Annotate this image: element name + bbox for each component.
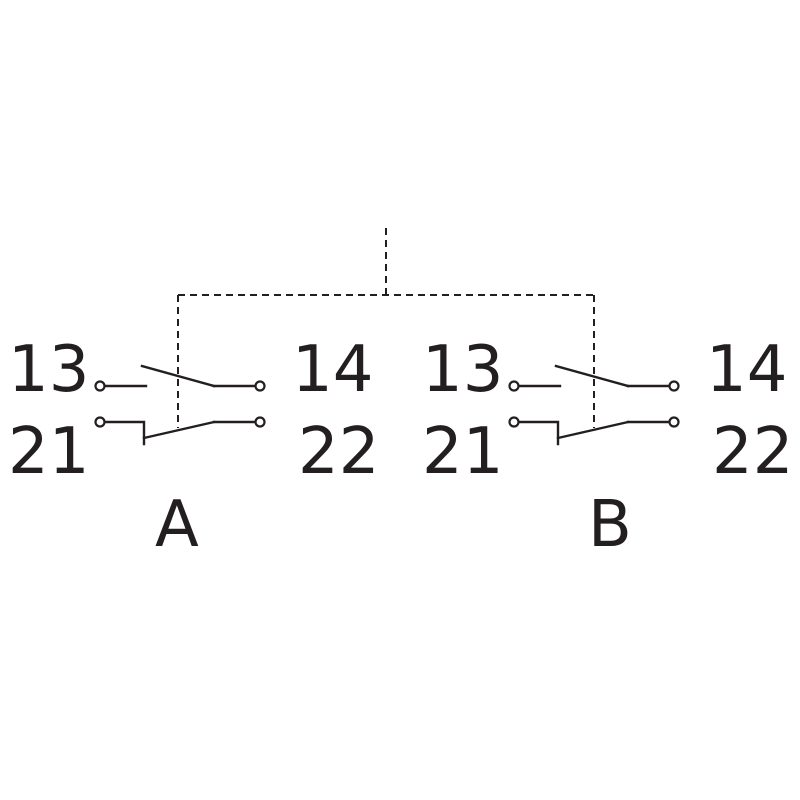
terminal-22 [668,416,680,428]
terminal-22-label: 22 [298,415,379,489]
mechanical-linkage [177,228,595,428]
terminal-22 [254,416,266,428]
terminal-14 [668,380,680,392]
normally-closed-contact [94,416,266,446]
terminal-14-label: 14 [292,333,373,407]
contact-block-b: 13 21 14 22 B [422,333,793,562]
terminal-13 [508,380,520,392]
normally-open-contact [94,364,266,392]
terminal-21-label: 21 [422,415,503,489]
contact-block-a: 13 21 14 22 A [8,333,379,562]
terminal-22-label: 22 [712,415,793,489]
contact-label-b: B [588,488,632,562]
terminal-14 [254,380,266,392]
normally-closed-contact [508,416,680,446]
terminal-21 [94,416,106,428]
terminal-13 [94,380,106,392]
terminal-14-label: 14 [706,333,787,407]
normally-open-contact [508,364,680,392]
terminal-21-label: 21 [8,415,89,489]
terminal-13-label: 13 [422,333,503,407]
terminal-21 [508,416,520,428]
contact-label-a: A [155,488,199,562]
terminal-13-label: 13 [8,333,89,407]
